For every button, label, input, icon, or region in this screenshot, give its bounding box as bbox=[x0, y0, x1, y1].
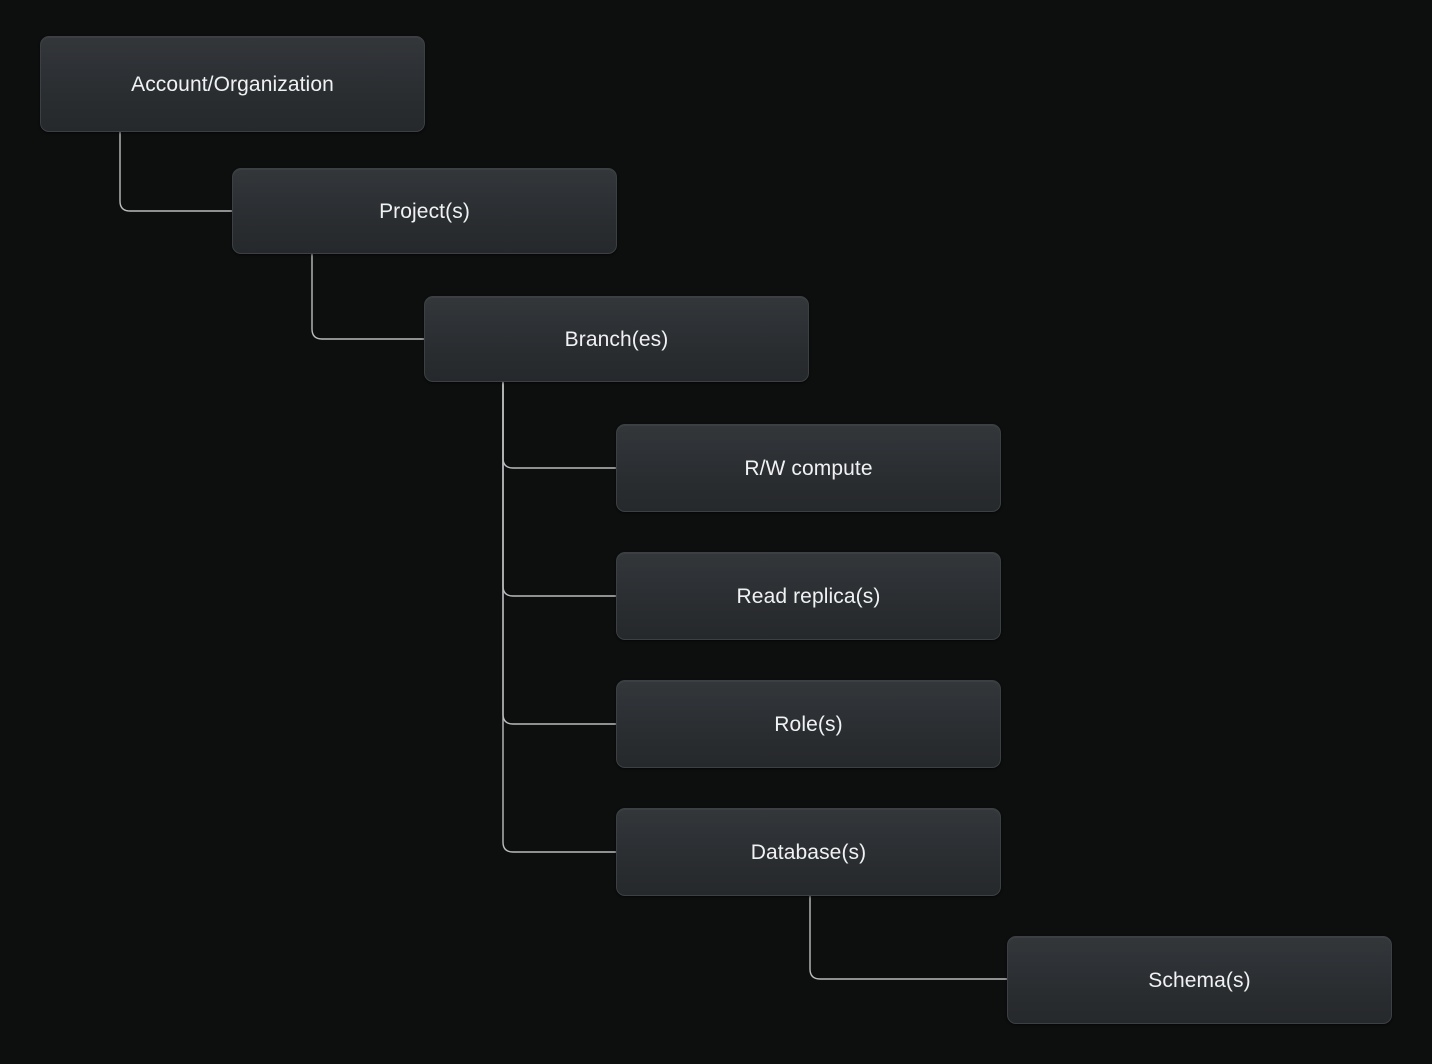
node-rw-compute[interactable]: R/W compute bbox=[616, 424, 1001, 512]
node-account-organization[interactable]: Account/Organization bbox=[40, 36, 425, 132]
node-branch[interactable]: Branch(es) bbox=[424, 296, 809, 382]
edge-branch-replica bbox=[502, 381, 617, 597]
node-read-replica[interactable]: Read replica(s) bbox=[616, 552, 1001, 640]
edge-branch-database bbox=[502, 381, 617, 853]
edge-project-branch bbox=[311, 253, 425, 340]
node-label: Project(s) bbox=[379, 199, 470, 223]
edge-database-schema bbox=[809, 895, 1008, 980]
node-schema[interactable]: Schema(s) bbox=[1007, 936, 1392, 1024]
node-role[interactable]: Role(s) bbox=[616, 680, 1001, 768]
node-label: Role(s) bbox=[774, 712, 843, 736]
edge-account-project bbox=[119, 131, 233, 212]
edge-branch-rw bbox=[502, 381, 617, 469]
node-label: Schema(s) bbox=[1148, 968, 1251, 992]
node-label: Branch(es) bbox=[564, 327, 669, 351]
node-label: Account/Organization bbox=[131, 72, 334, 96]
node-label: Database(s) bbox=[750, 840, 867, 864]
node-project[interactable]: Project(s) bbox=[232, 168, 617, 254]
node-label: Read replica(s) bbox=[736, 584, 881, 608]
node-database[interactable]: Database(s) bbox=[616, 808, 1001, 896]
node-label: R/W compute bbox=[744, 456, 873, 480]
edge-branch-role bbox=[502, 381, 617, 725]
